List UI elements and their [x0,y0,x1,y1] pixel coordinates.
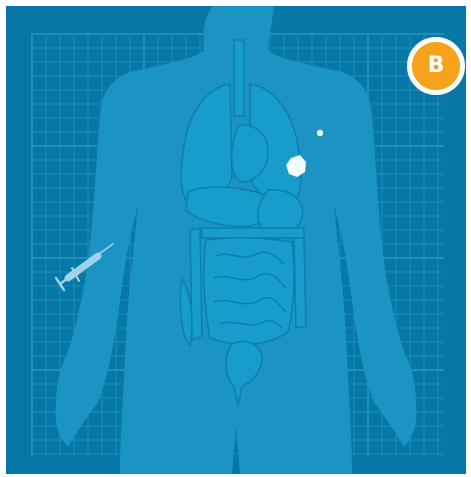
badge-letter: B [428,55,445,77]
trachea [234,40,244,116]
small-intestine [204,238,294,344]
small-marker-dot [317,130,323,136]
anatomy-canvas [6,6,466,474]
label-badge: B [407,37,465,95]
anatomy-diagram: B [6,6,466,474]
